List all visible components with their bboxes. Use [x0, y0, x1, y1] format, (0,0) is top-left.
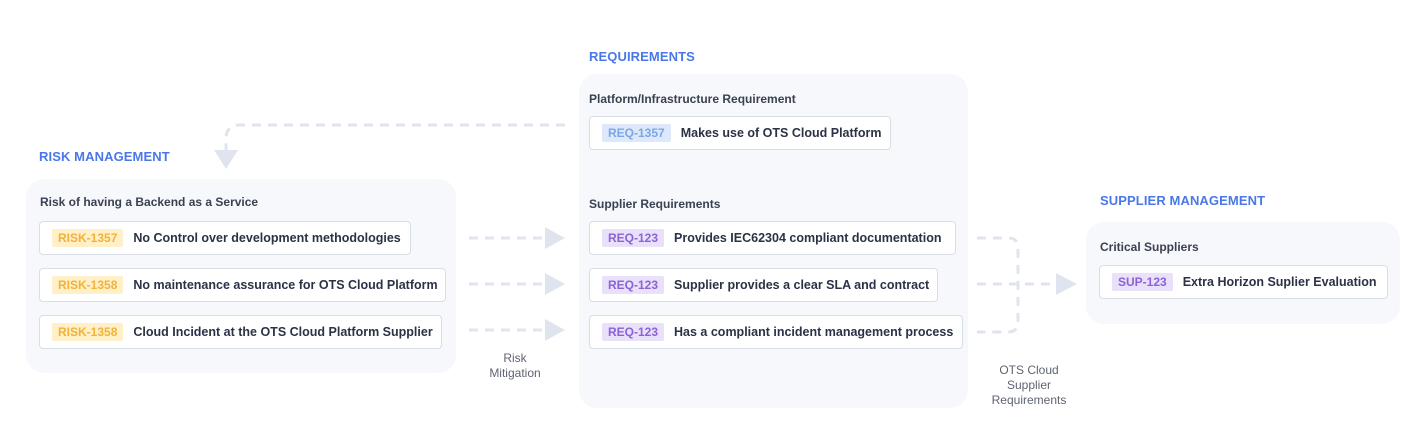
supplier-arrowhead — [1056, 273, 1077, 295]
risk-card[interactable]: RISK-1357 No Control over development me… — [39, 221, 411, 255]
risk-management-section-title: RISK MANAGEMENT — [39, 149, 170, 164]
supplier-requirement-card[interactable]: REQ-123 Supplier provides a clear SLA an… — [589, 268, 938, 302]
risk-description: No Control over development methodologie… — [133, 231, 401, 245]
risk-id-badge: RISK-1358 — [52, 276, 124, 294]
supplier-requirements-group-title: Supplier Requirements — [589, 197, 721, 211]
supplier-id-badge: SUP-123 — [1112, 273, 1173, 291]
supplier-description: Extra Horizon Suplier Evaluation — [1182, 275, 1377, 289]
requirement-description: Makes use of OTS Cloud Platform — [680, 126, 882, 140]
requirement-description: Supplier provides a clear SLA and contra… — [674, 278, 930, 292]
requirement-id-badge: REQ-1357 — [602, 124, 671, 142]
requirement-id-badge: REQ-123 — [602, 229, 665, 247]
risk-id-badge: RISK-1357 — [52, 229, 124, 247]
risk-id-badge: RISK-1358 — [52, 323, 124, 341]
ots-requirements-caption: OTS Cloud Supplier Requirements — [991, 363, 1067, 407]
requirements-section-title: REQUIREMENTS — [589, 49, 695, 64]
requirement-description: Has a compliant incident management proc… — [674, 325, 954, 339]
supplier-requirement-card[interactable]: REQ-123 Has a compliant incident managem… — [589, 315, 963, 349]
platform-requirement-card[interactable]: REQ-1357 Makes use of OTS Cloud Platform — [589, 116, 891, 150]
risk-mitigation-caption: Risk Mitigation — [489, 351, 541, 380]
risk-card[interactable]: RISK-1358 Cloud Incident at the OTS Clou… — [39, 315, 442, 349]
critical-suppliers-group-title: Critical Suppliers — [1100, 240, 1199, 254]
supplier-card[interactable]: SUP-123 Extra Horizon Suplier Evaluation — [1099, 265, 1388, 299]
risk-description: Cloud Incident at the OTS Cloud Platform… — [133, 325, 433, 339]
platform-group-title: Platform/Infrastructure Requirement — [589, 92, 796, 106]
risk-group-title: Risk of having a Backend as a Service — [40, 195, 259, 209]
requirement-description: Provides IEC62304 compliant documentatio… — [674, 231, 942, 245]
supplier-requirement-card[interactable]: REQ-123 Provides IEC62304 compliant docu… — [589, 221, 956, 255]
risk-description: No maintenance assurance for OTS Cloud P… — [133, 278, 438, 292]
risk-arrowhead — [214, 150, 238, 169]
requirement-id-badge: REQ-123 — [602, 323, 665, 341]
requirement-id-badge: REQ-123 — [602, 276, 665, 294]
platform-to-risk-connector — [224, 123, 565, 152]
supplier-management-section-title: SUPPLIER MANAGEMENT — [1100, 193, 1266, 208]
risk-card[interactable]: RISK-1358 No maintenance assurance for O… — [39, 268, 446, 302]
